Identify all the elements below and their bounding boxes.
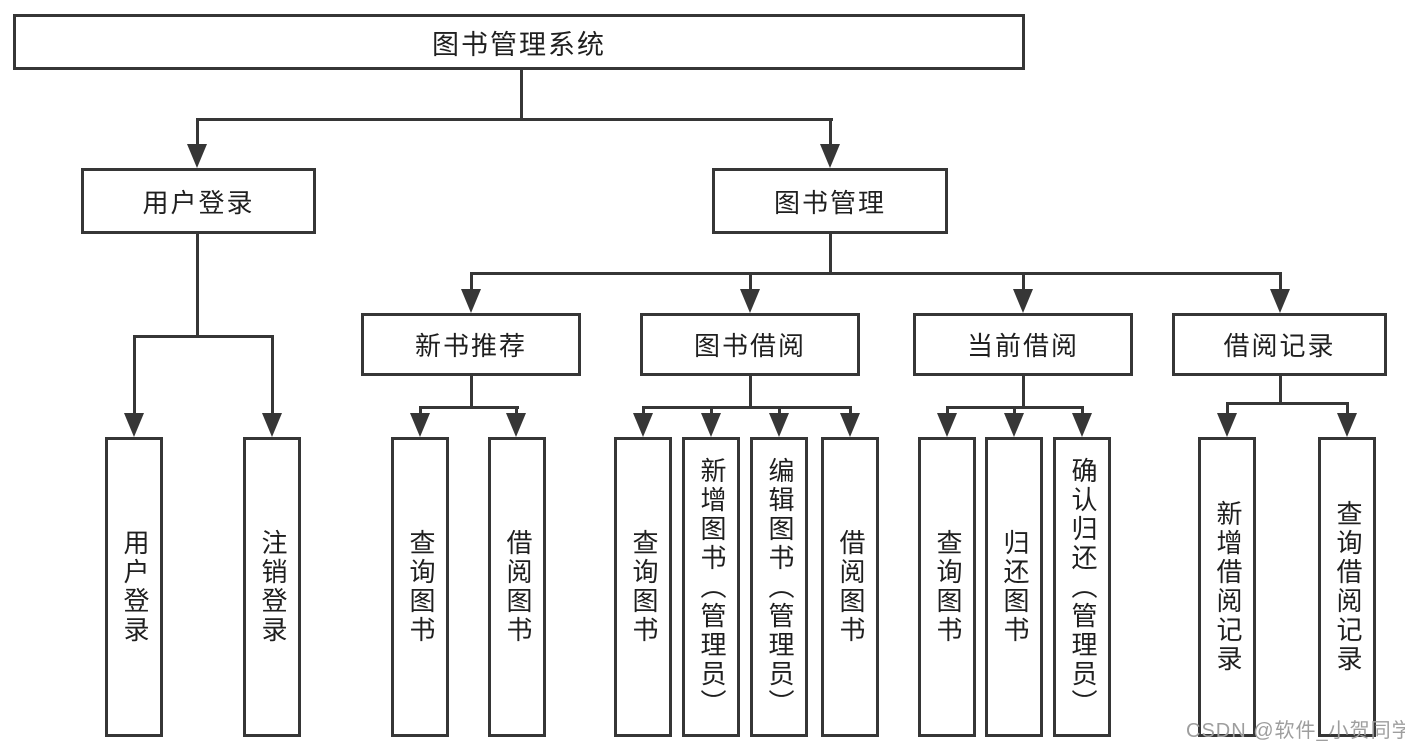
arrow-down-icon: [769, 413, 789, 437]
node-root-label: 图书管理系统: [432, 29, 606, 60]
connector-line: [470, 272, 1282, 275]
connector-line: [642, 406, 852, 409]
connector-line: [778, 406, 781, 416]
connector-line: [133, 335, 136, 417]
leaf-label: 确认归还（管理员）: [1067, 456, 1098, 718]
connector-line: [829, 118, 832, 148]
leaf-logout: 注销登录: [243, 437, 301, 737]
node-current-borrow: 当前借阅: [913, 313, 1133, 376]
connector-line: [1022, 272, 1025, 292]
leaf-label: 查询图书: [628, 529, 659, 645]
leaf-add-borrow-record: 新增借阅记录: [1198, 437, 1256, 737]
connector-line: [829, 234, 832, 275]
node-label: 当前借阅: [966, 331, 1079, 361]
arrow-down-icon: [1217, 413, 1237, 437]
leaf-query-books-1: 查询图书: [391, 437, 449, 737]
connector-line: [196, 234, 199, 338]
arrow-down-icon: [461, 289, 481, 313]
leaf-label: 编辑图书（管理员）: [764, 456, 795, 718]
connector-line: [749, 272, 752, 292]
connector-line: [419, 406, 422, 416]
connector-line: [710, 406, 713, 416]
leaf-borrow-books-2: 借阅图书: [821, 437, 879, 737]
connector-line: [1346, 402, 1349, 416]
connector-line: [196, 118, 199, 148]
connector-line: [196, 118, 833, 121]
leaf-query-books-2: 查询图书: [614, 437, 672, 737]
arrow-down-icon: [701, 413, 721, 437]
node-new-book-recommend: 新书推荐: [361, 313, 581, 376]
arrow-down-icon: [187, 144, 207, 168]
leaf-return-books: 归还图书: [985, 437, 1043, 737]
leaf-label: 借阅图书: [835, 529, 866, 645]
arrow-down-icon: [1072, 413, 1092, 437]
leaf-query-borrow-record: 查询借阅记录: [1318, 437, 1376, 737]
leaf-query-books-3: 查询图书: [918, 437, 976, 737]
arrow-down-icon: [740, 289, 760, 313]
node-book-borrow: 图书借阅: [640, 313, 860, 376]
leaf-label: 归还图书: [999, 529, 1030, 645]
leaf-label: 查询图书: [405, 529, 436, 645]
arrow-down-icon: [410, 413, 430, 437]
leaf-label: 新增借阅记录: [1212, 500, 1243, 674]
arrow-down-icon: [1013, 289, 1033, 313]
connector-line: [419, 406, 519, 409]
connector-line: [1226, 402, 1349, 405]
node-user-login-branch: 用户登录: [81, 168, 316, 234]
connector-line: [470, 272, 473, 292]
node-label: 图书管理: [773, 187, 886, 218]
arrow-down-icon: [1337, 413, 1357, 437]
connector-line: [946, 406, 949, 416]
leaf-user-login: 用户登录: [105, 437, 163, 737]
leaf-label: 新增图书（管理员）: [696, 456, 727, 718]
connector-line: [520, 70, 523, 121]
node-root: 图书管理系统: [13, 14, 1025, 70]
node-borrow-records: 借阅记录: [1172, 313, 1387, 376]
leaf-add-books-admin: 新增图书（管理员）: [682, 437, 740, 737]
leaf-edit-books-admin: 编辑图书（管理员）: [750, 437, 808, 737]
csdn-watermark: CSDN @软件_小贺同学: [1186, 720, 1405, 742]
leaf-label: 用户登录: [119, 529, 150, 645]
leaf-label: 查询图书: [932, 529, 963, 645]
connector-line: [133, 335, 274, 338]
connector-line: [1022, 376, 1025, 409]
arrow-down-icon: [506, 413, 526, 437]
arrow-down-icon: [820, 144, 840, 168]
connector-line: [1081, 406, 1084, 416]
arrow-down-icon: [937, 413, 957, 437]
connector-line: [1013, 406, 1016, 416]
leaf-label: 查询借阅记录: [1332, 500, 1363, 674]
node-label: 图书借阅: [693, 331, 806, 361]
arrow-down-icon: [633, 413, 653, 437]
leaf-label: 注销登录: [257, 529, 288, 645]
arrow-down-icon: [840, 413, 860, 437]
node-label: 借阅记录: [1223, 331, 1336, 361]
arrow-down-icon: [1004, 413, 1024, 437]
connector-line: [1226, 402, 1229, 416]
arrow-down-icon: [262, 413, 282, 437]
connector-line: [515, 406, 518, 416]
node-label: 用户登录: [142, 187, 255, 218]
leaf-borrow-books-1: 借阅图书: [488, 437, 546, 737]
connector-line: [271, 335, 274, 417]
connector-line: [749, 376, 752, 409]
connector-line: [849, 406, 852, 416]
connector-line: [470, 376, 473, 409]
node-book-management-branch: 图书管理: [712, 168, 948, 234]
arrow-down-icon: [1270, 289, 1290, 313]
node-label: 新书推荐: [414, 331, 527, 361]
connector-line: [1279, 272, 1282, 292]
connector-line: [1279, 376, 1282, 405]
connector-line: [642, 406, 645, 416]
leaf-confirm-return-admin: 确认归还（管理员）: [1053, 437, 1111, 737]
leaf-label: 借阅图书: [502, 529, 533, 645]
arrow-down-icon: [124, 413, 144, 437]
